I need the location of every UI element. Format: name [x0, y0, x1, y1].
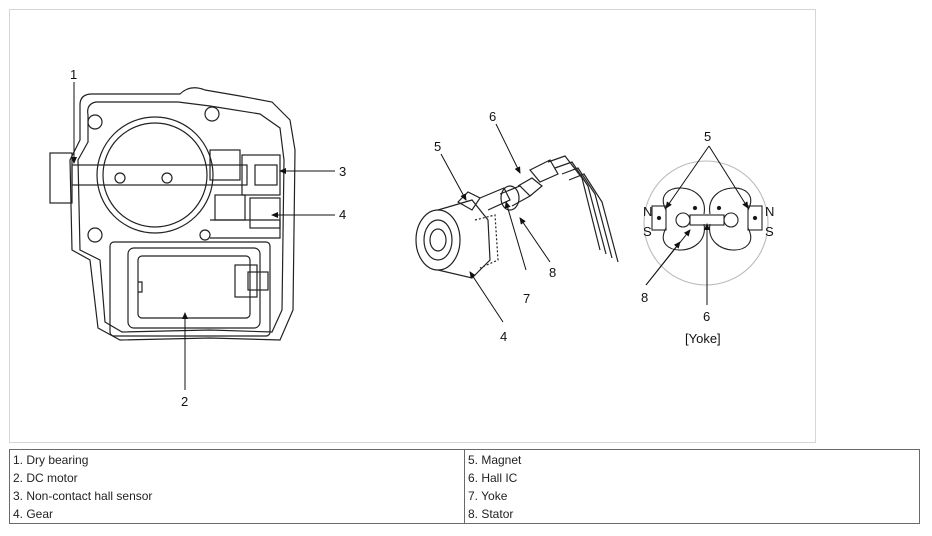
left-callouts: [71, 82, 335, 390]
legend-table: 1. Dry bearing 2. DC motor 3. Non-contac…: [9, 449, 920, 524]
legend-item: 5. Magnet: [468, 453, 522, 467]
right-callout-5: 5: [704, 129, 711, 144]
legend-item: 3. Non-contact hall sensor: [13, 489, 153, 503]
mid-callout-8: 8: [549, 265, 556, 280]
right-callout-8: 8: [641, 290, 648, 305]
legend-column-left: 1. Dry bearing 2. DC motor 3. Non-contac…: [9, 449, 465, 524]
label-s-left: S: [643, 224, 652, 239]
mid-callout-5: 5: [434, 139, 441, 154]
yoke-caption: [Yoke]: [685, 331, 721, 346]
label-n-right: N: [765, 204, 774, 219]
diagram-canvas: 1 3 4 2 5 6: [49, 67, 774, 409]
callout-4: 4: [339, 207, 346, 222]
mid-callout-6: 6: [489, 109, 496, 124]
label-n-left: N: [643, 204, 652, 219]
legend-item: 1. Dry bearing: [13, 453, 89, 467]
callout-3: 3: [339, 164, 346, 179]
callout-1: 1: [70, 67, 77, 82]
mid-callout-4: 4: [500, 329, 507, 344]
legend-column-right: 5. Magnet 6. Hall IC 7. Yoke 8. Stator: [464, 449, 920, 524]
callout-2: 2: [181, 394, 188, 409]
legend-item: 4. Gear: [13, 507, 54, 521]
right-callouts: [645, 145, 749, 305]
right-callout-6: 6: [703, 309, 710, 324]
legend-item: 8. Stator: [468, 507, 514, 521]
legend-item: 7. Yoke: [468, 489, 508, 503]
label-s-right: S: [765, 224, 774, 239]
throttle-body-illustration: [49, 87, 296, 341]
yoke-schematic: [643, 160, 769, 286]
component-figure: 1 3 4 2 5 6: [9, 9, 816, 443]
legend-item: 2. DC motor: [13, 471, 78, 485]
legend-item: 6. Hall IC: [468, 471, 518, 485]
mid-callout-7: 7: [523, 291, 530, 306]
middle-callouts: [440, 123, 551, 323]
sensor-assembly-illustration: [415, 155, 619, 279]
